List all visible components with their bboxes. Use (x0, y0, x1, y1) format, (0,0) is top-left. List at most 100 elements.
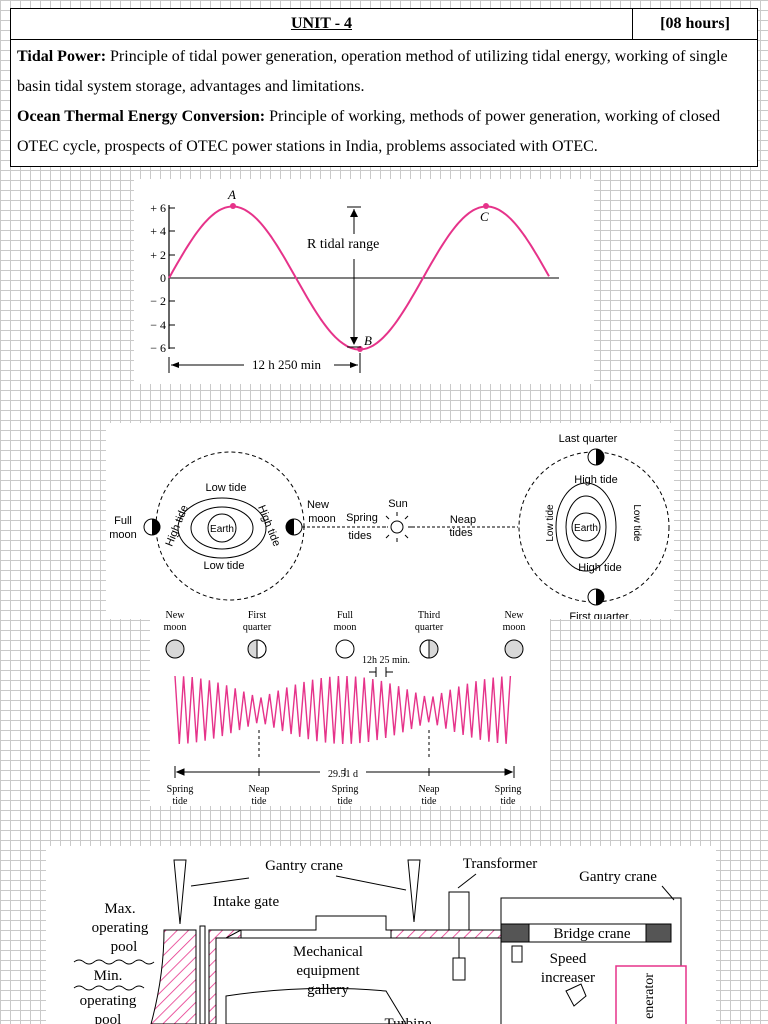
gantry-crane-label: Gantry crane (265, 858, 343, 874)
moon-phase-label: quarter (243, 622, 272, 633)
tide-type-label: tide (422, 796, 438, 806)
new-moon-label: New (307, 499, 329, 511)
full-moon-icon (143, 518, 161, 536)
spring-tides-label: tides (348, 530, 372, 542)
max-pool-label: pool (111, 939, 138, 955)
moon-phase-label: moon (334, 622, 357, 633)
topic-title: Tidal Power: (17, 48, 107, 65)
earth-label: Earth (210, 524, 234, 535)
topic-text: Principle of working, methods of power g… (17, 108, 721, 155)
period-label: 12 h 250 min (252, 357, 321, 372)
unit-description: Tidal Power: Principle of tidal power ge… (10, 39, 758, 167)
speed-increaser-label: Speed (550, 951, 587, 967)
tide-type-label: tide (501, 796, 517, 806)
earth-label: Earth (574, 523, 598, 534)
y-tick-label: 0 (160, 271, 166, 285)
earth-icon (207, 513, 237, 543)
intake-gate-label: Intake gate (213, 894, 280, 910)
gantry-crane-left (173, 859, 421, 925)
mech-gallery-label: Mechanical (293, 944, 363, 960)
min-pool-label: operating (80, 993, 137, 1009)
turbine-label: Turbine (385, 1016, 432, 1024)
new-moon-label: moon (308, 513, 336, 525)
moon-phase-label: Third (418, 610, 440, 621)
tidal-range-figure: + 6 + 4 + 2 0 − 2 − 4 − 6 A B C R tidal … (134, 179, 594, 384)
period-label: 29.51 d (328, 769, 358, 780)
moon-phase-label: Full (337, 610, 353, 621)
tidal-range-label: R tidal range (307, 237, 379, 252)
point-b-label: B (364, 333, 372, 348)
tidal-range-arrow (347, 206, 361, 348)
tidal-plant-figure: Gantry crane Transformer Gantry crane (46, 846, 716, 1024)
low-tide-label: Low tide (631, 504, 642, 542)
third-quarter-icon (419, 639, 439, 659)
min-pool-label: Min. (94, 968, 123, 984)
first-quarter-moon-icon (587, 588, 605, 606)
lunar-cycle-figure: New moon First quarter Full moon Third q… (150, 606, 550, 806)
topic-title: Ocean Thermal Energy Conversion: (17, 108, 266, 125)
speed-increaser-label: increaser (541, 970, 595, 986)
y-tick-label: − 2 (150, 294, 166, 308)
unit-title: UNIT - 4 (10, 8, 633, 40)
transformer-icon (448, 891, 470, 981)
tide-type-label: tide (252, 796, 268, 806)
water-surface-min (73, 985, 145, 991)
tide-type-label: tide (173, 796, 189, 806)
moon-phase-label: New (166, 610, 186, 621)
right-bulge-inner (565, 495, 607, 559)
full-moon-label: moon (109, 529, 137, 541)
moon-phase-label: moon (164, 622, 187, 633)
topic-tidal-power: Tidal Power: Principle of tidal power ge… (17, 42, 751, 102)
period-dimension (174, 766, 515, 778)
high-tide-label: High tide (255, 503, 282, 548)
tide-type-label: Spring (332, 784, 359, 795)
point-a-marker (230, 203, 236, 209)
tide-type-label: Neap (418, 784, 439, 795)
y-tick-label: − 6 (150, 341, 166, 355)
full-moon-icon (335, 639, 355, 659)
tide-wave (174, 675, 512, 745)
max-pool-label: Max. (104, 901, 135, 917)
moon-phase-label: New (505, 610, 525, 621)
y-tick-label: + 6 (150, 201, 166, 215)
neap-tides-label: tides (449, 527, 473, 539)
interval-marker (369, 667, 393, 677)
transformer-label: Transformer (463, 856, 537, 872)
high-tide-label: High tide (574, 474, 617, 486)
sun-label: Sun (388, 498, 408, 510)
dam-structure (150, 915, 502, 1024)
max-pool-label: operating (92, 920, 149, 936)
topic-otec: Ocean Thermal Energy Conversion: Princip… (17, 102, 751, 162)
gantry-crane-label: Gantry crane (579, 869, 657, 885)
last-quarter-moon-icon (587, 448, 605, 466)
tide-type-label: Neap (248, 784, 269, 795)
right-tidal-bulge (555, 482, 617, 572)
tide-type-label: Spring (495, 784, 522, 795)
moon-phase-label: First (248, 610, 267, 621)
tide-type-label: Spring (167, 784, 194, 795)
y-tick-label: − 4 (150, 318, 166, 332)
y-ticks: + 6 + 4 + 2 0 − 2 − 4 − 6 (150, 201, 175, 355)
neap-tides-label: Neap (450, 514, 476, 526)
min-pool-label: pool (95, 1012, 122, 1024)
low-tide-label: Low tide (545, 504, 556, 542)
y-tick-label: + 2 (150, 248, 166, 262)
high-tide-label: High tide (578, 562, 621, 574)
first-quarter-label: First quarter (569, 611, 629, 619)
mech-gallery-label: equipment (296, 963, 360, 979)
syllabus-table: UNIT - 4 [08 hours] Tidal Power: Princip… (10, 8, 758, 167)
tide-type-label: tide (338, 796, 354, 806)
point-c-label: C (480, 209, 489, 224)
first-quarter-icon (247, 639, 267, 659)
topic-text: Principle of tidal power generation, ope… (17, 48, 728, 95)
unit-hours: [08 hours] (632, 8, 758, 40)
moon-phase-label: moon (503, 622, 526, 633)
last-quarter-label: Last quarter (559, 433, 618, 445)
mech-gallery-label: gallery (307, 982, 349, 998)
sun-icon (382, 512, 412, 542)
water-surface-max (73, 959, 155, 965)
high-tide-label: High tide (164, 503, 191, 548)
generator-label: enerator (642, 973, 657, 1019)
bridge-crane-label: Bridge crane (553, 926, 630, 942)
left-bulge-inner (190, 506, 254, 550)
